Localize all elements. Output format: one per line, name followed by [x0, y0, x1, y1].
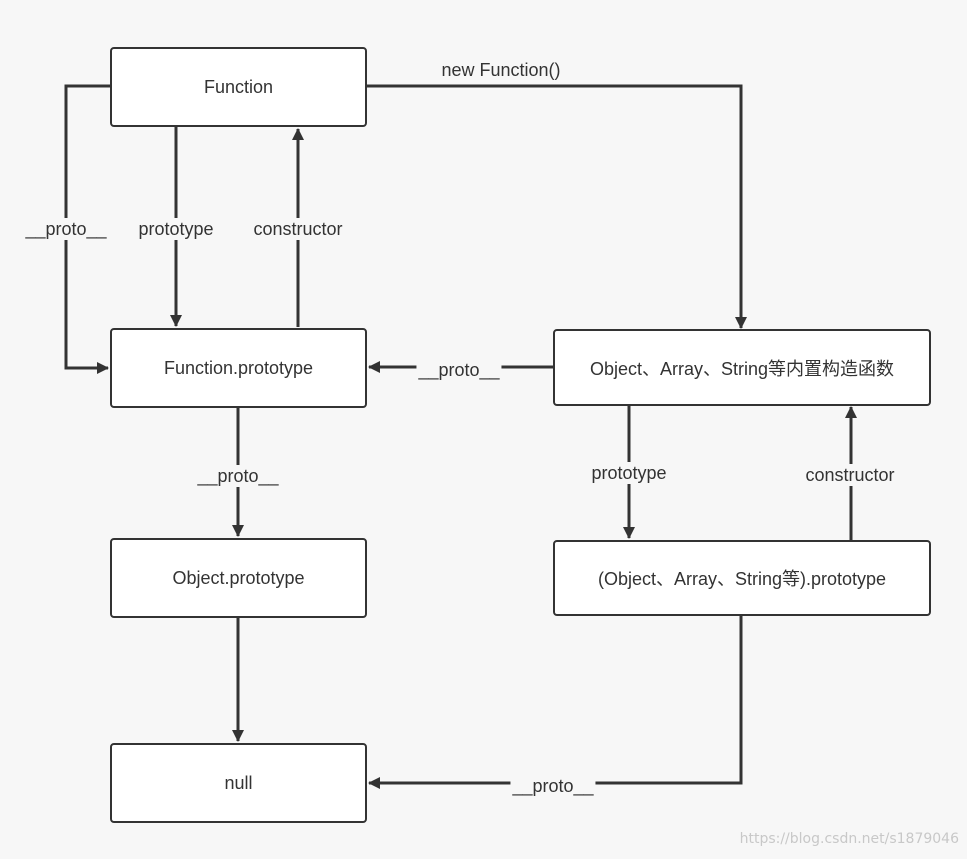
edge-label-builtin-prototypes-proto: __proto__	[510, 775, 596, 797]
edge-label-new-function: new Function()	[439, 59, 563, 81]
function-prototype-node: Function.prototype	[110, 328, 367, 408]
edge-label-function-proto: __proto__	[23, 218, 109, 240]
object-prototype-node-label: Object.prototype	[172, 567, 305, 588]
builtin-prototypes-node-label: (Object、Array、String等).prototype	[597, 569, 887, 589]
builtin-constructors-node-label: Object、Array、String等内置构造函数	[589, 358, 895, 379]
edge-label-function-prototype: prototype	[136, 218, 216, 240]
edge-label-builtin-prototype: prototype	[589, 462, 669, 484]
edge-new-function	[367, 84, 747, 329]
function-prototype-node-label: Function.prototype	[163, 357, 314, 378]
edge-label-builtin-constructor: constructor	[803, 464, 897, 486]
edge-builtin-prototypes-proto	[368, 616, 743, 789]
edge-label-builtin-proto: __proto__	[416, 359, 502, 381]
null-node: null	[110, 743, 367, 823]
function-node-label: Function	[203, 76, 274, 97]
object-prototype-node: Object.prototype	[110, 538, 367, 618]
null-node-label: null	[224, 772, 253, 793]
watermark-text: https://blog.csdn.net/s1879046	[739, 831, 959, 847]
function-node: Function	[110, 47, 367, 127]
builtin-prototypes-node: (Object、Array、String等).prototype	[553, 540, 931, 616]
edge-label-function-constructor: constructor	[251, 218, 345, 240]
builtin-constructors-node: Object、Array、String等内置构造函数	[553, 329, 931, 406]
edge-label-function-prototype-proto: __proto__	[195, 465, 281, 487]
